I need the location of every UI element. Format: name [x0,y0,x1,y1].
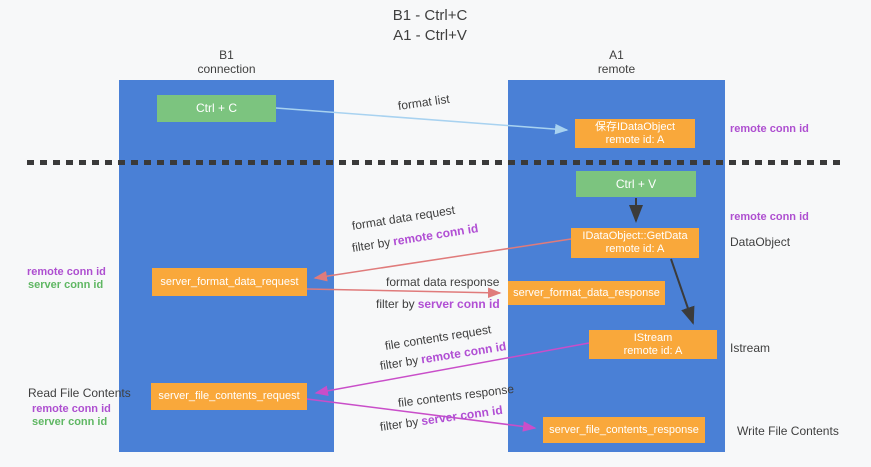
node-save-idataobject-line1: 保存IDataObject [594,120,676,133]
filter-by-text: filter by [350,235,392,255]
lifeline-header-b1: B1 connection [119,48,334,76]
node-istream: IStream remote id: A [589,330,717,359]
node-save-idataobject: 保存IDataObject remote id: A [575,119,695,148]
node-getdata-line1: IDataObject::GetData [582,230,688,242]
filter-by-text: filter by [376,297,415,311]
node-file-request-label: server_file_contents_request [158,390,300,402]
node-getdata-line2: remote id: A [605,243,665,255]
server-conn-id-highlight: server conn id [417,297,500,311]
diagram-title: B1 - Ctrl+C A1 - Ctrl+V [0,6,860,46]
label-istream: Istream [730,341,771,355]
server-conn-id-highlight: server conn id [420,402,504,429]
label-server-conn-id-left-1: server conn id [28,279,104,291]
node-istream-line1: IStream [633,331,673,344]
lifeline-b1-name: B1 [219,48,234,62]
node-file-response-label: server_file_contents_response [549,423,699,436]
label-server-conn-id-left-2: server conn id [32,416,108,428]
node-ctrl-c-label: Ctrl + C [195,101,237,115]
node-ctrl-v: Ctrl + V [576,171,696,197]
filter-by-text: filter by [378,353,420,373]
title-line-1: B1 - Ctrl+C [392,7,468,24]
label-dataobject: DataObject [730,235,791,249]
node-server-file-contents-response: server_file_contents_response [543,417,705,443]
label-read-file-contents: Read File Contents [28,386,131,400]
node-save-idataobject-line2: remote id: A [605,133,665,146]
filter-by-text: filter by [379,414,420,434]
lifeline-a1-name: A1 [609,48,624,62]
lifeline-b1-subtitle: connection [197,62,256,76]
remote-conn-id-highlight: remote conn id [392,221,480,249]
node-idataobject-getdata: IDataObject::GetData remote id: A [571,228,699,258]
node-server-file-contents-request: server_file_contents_request [151,383,307,410]
label-remote-conn-id-left-1: remote conn id [27,266,106,278]
flow-label-format-list: format list [397,91,451,113]
node-server-format-data-response: server_format_data_response [508,281,665,305]
node-format-request-label: server_format_data_request [160,275,299,288]
lifeline-header-a1: A1 remote [508,48,725,76]
flow-label-format-data-response: format data response [386,275,500,289]
node-ctrl-v-label: Ctrl + V [615,176,657,191]
title-line-2: A1 - Ctrl+V [393,27,467,44]
label-remote-conn-id-right-2: remote conn id [730,211,809,223]
label-remote-conn-id-right-1: remote conn id [730,123,809,135]
label-remote-conn-id-left-2: remote conn id [32,403,111,415]
arrow-format-data-response [306,287,502,299]
node-ctrl-c: Ctrl + C [157,95,276,122]
lifeline-a1-subtitle: remote [597,62,636,76]
node-format-response-label: server_format_data_response [513,286,660,299]
dashed-separator-line [27,160,845,165]
node-istream-line2: remote id: A [623,344,683,357]
node-server-format-data-request: server_format_data_request [152,268,307,296]
label-write-file-contents: Write File Contents [737,424,839,438]
